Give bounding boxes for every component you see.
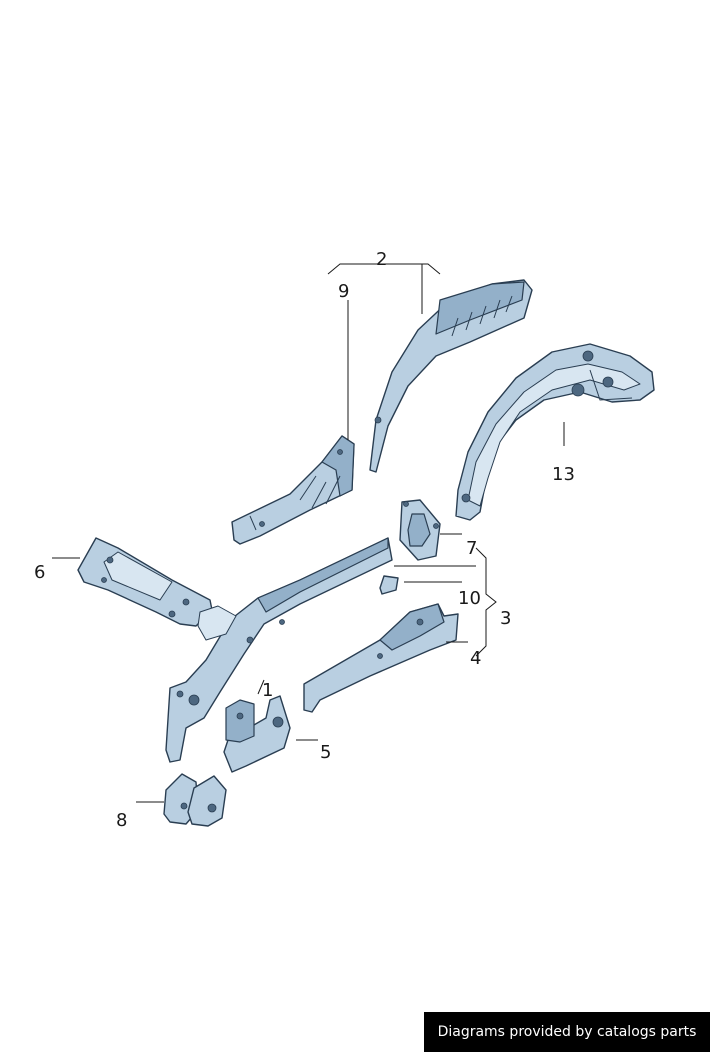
part-5-gusset[interactable] [223, 695, 291, 773]
part-10-plate[interactable] [379, 575, 399, 595]
part-7-bracket[interactable] [399, 499, 441, 561]
part-13-wheelhouse[interactable] [455, 343, 655, 521]
callout-label: 6 [34, 562, 45, 583]
callout-label: 1 [262, 680, 273, 701]
part-8-brackets[interactable] [163, 773, 227, 827]
callout-label: 3 [500, 608, 511, 629]
callout-label: 4 [470, 648, 481, 669]
callout-label: 13 [552, 464, 575, 485]
callout-label: 7 [466, 538, 477, 559]
callout-label: 2 [376, 249, 387, 270]
callout-label: 9 [338, 281, 349, 302]
callout-label: 8 [116, 810, 127, 831]
part-6-longitudinal-member[interactable] [77, 537, 213, 627]
credit-banner: Diagrams provided by catalogs parts [424, 1012, 710, 1052]
part-1-sill-panel[interactable] [165, 537, 393, 763]
part-9-reinforcement[interactable] [231, 435, 355, 545]
part-4-sill-reinforcement[interactable] [303, 603, 459, 713]
leader-lines [52, 263, 565, 803]
part-2-wheel-arch-panel[interactable] [369, 279, 533, 473]
callout-label: 5 [320, 742, 331, 763]
callout-label: 10 [458, 588, 481, 609]
